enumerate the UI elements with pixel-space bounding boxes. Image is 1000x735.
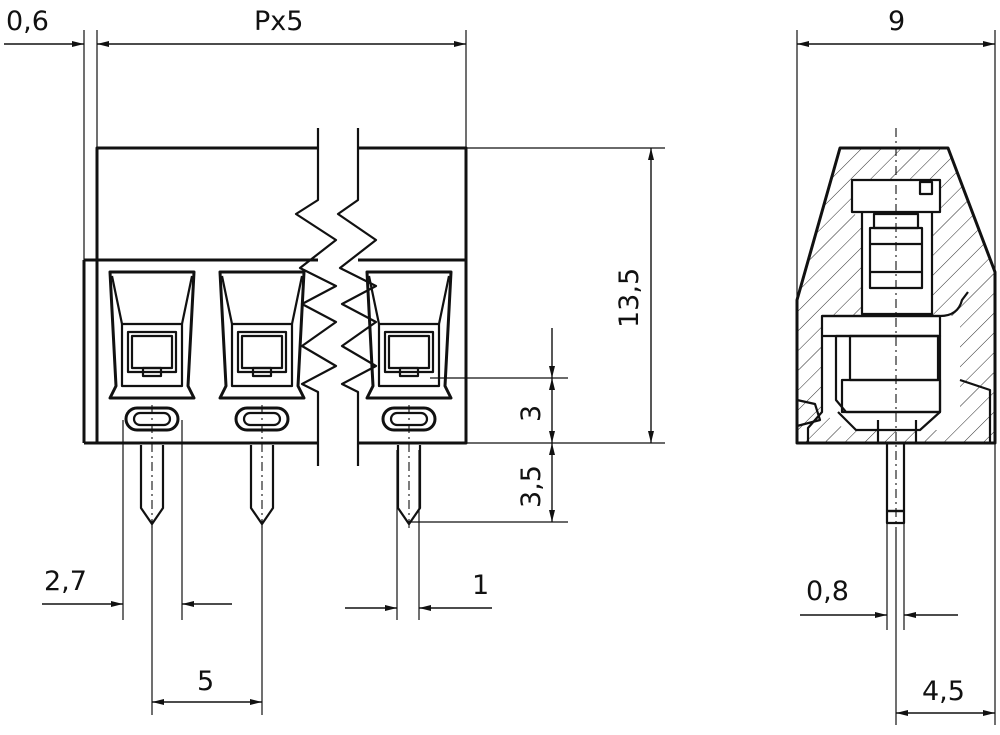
dim-label-pin-position-side: 4,5	[922, 676, 965, 707]
front-extension-lines	[83, 30, 665, 715]
front-dimension-lines	[4, 41, 654, 705]
dim-label-height-lower: 3	[516, 405, 547, 422]
dim-label-pin-width-front: 1	[472, 570, 489, 601]
front-view: 0,6 Px5 13,5 3 3,5 2,7 1 5	[4, 6, 665, 715]
pin	[249, 405, 275, 530]
terminal-opening	[218, 270, 306, 432]
front-housing-left	[82, 146, 318, 445]
terminal-openings	[108, 270, 453, 432]
dim-label-pin-length: 3,5	[516, 465, 547, 508]
pin	[139, 405, 165, 530]
side-view: 9 0,8 4,5	[795, 6, 997, 725]
dim-label-pin-thickness-side: 0,8	[806, 576, 849, 607]
dim-label-height-total: 13,5	[614, 268, 645, 328]
dim-label-wire-offset: 2,7	[44, 566, 87, 597]
dim-label-width-side: 9	[888, 6, 905, 37]
dim-label-offset-left: 0,6	[6, 6, 49, 37]
pin	[396, 405, 422, 530]
side-dimension-lines	[797, 41, 995, 716]
break-lines	[294, 128, 378, 466]
front-pins	[139, 405, 422, 530]
dim-label-pitch-span: Px5	[254, 6, 303, 37]
front-housing-right	[358, 146, 468, 445]
dim-label-pitch: 5	[197, 666, 214, 697]
